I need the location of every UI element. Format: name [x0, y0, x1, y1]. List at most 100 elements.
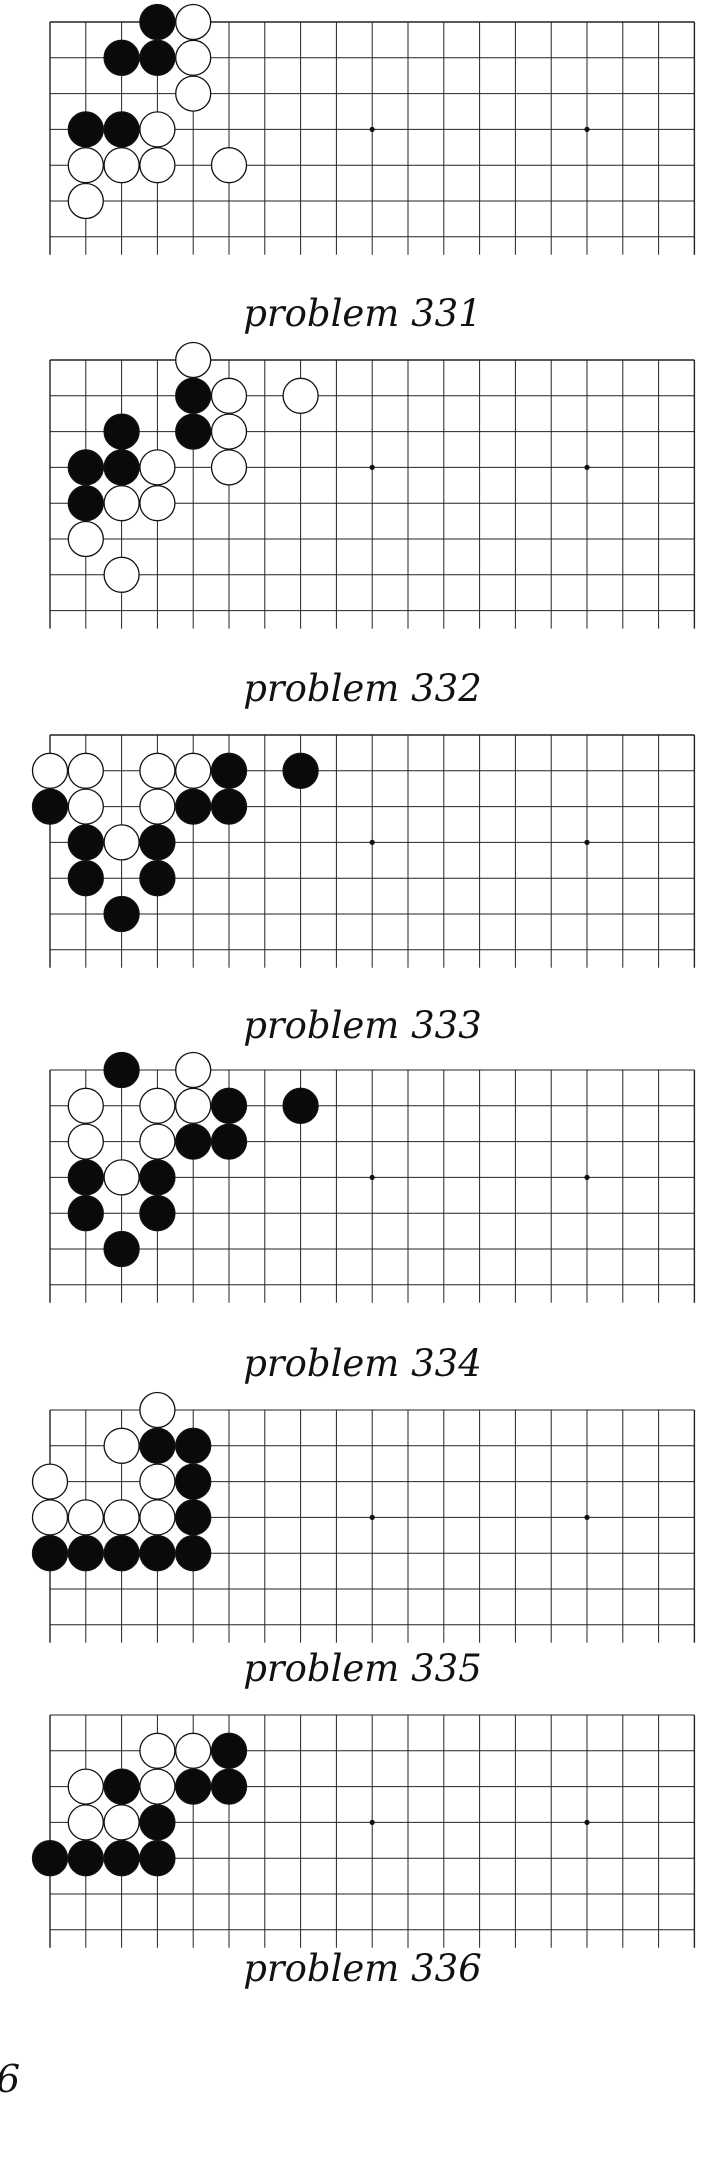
white-stone	[139, 485, 176, 522]
star-point	[584, 1514, 590, 1520]
black-stone	[67, 1840, 104, 1877]
white-stone	[175, 39, 212, 76]
white-stone	[67, 1087, 104, 1124]
black-stone	[103, 895, 140, 933]
white-stone	[175, 341, 212, 379]
black-stone	[139, 824, 176, 861]
white-stone	[175, 752, 212, 789]
white-stone	[67, 1804, 104, 1841]
black-stone	[103, 1768, 140, 1805]
go-board-problem-336	[31, 1714, 696, 1948]
black-stone	[175, 1499, 212, 1536]
black-stone	[103, 1051, 140, 1089]
black-stone	[175, 1535, 212, 1572]
black-stone	[67, 111, 104, 148]
page-number: 6	[0, 2060, 20, 2098]
black-stone	[139, 1840, 176, 1877]
black-stone	[67, 824, 104, 861]
white-stone	[103, 556, 140, 593]
black-stone	[67, 485, 104, 522]
white-stone	[103, 485, 140, 522]
go-board-problem-335	[31, 1391, 696, 1643]
problem-caption: problem 336	[243, 1947, 482, 1990]
problem-caption: problem 335	[243, 1647, 482, 1690]
white-stone	[175, 75, 212, 112]
problem-caption: problem 331	[243, 292, 482, 335]
black-stone	[67, 1159, 104, 1196]
white-stone	[139, 147, 176, 184]
go-board-problem-333	[31, 734, 696, 968]
problem-caption: problem 334	[243, 1342, 482, 1385]
white-stone	[67, 147, 104, 184]
black-stone	[139, 1535, 176, 1572]
black-stone	[139, 860, 176, 897]
white-stone	[175, 1087, 212, 1124]
white-stone	[67, 1768, 104, 1805]
white-stone	[103, 824, 140, 861]
white-stone	[139, 449, 176, 486]
white-stone	[139, 1499, 176, 1536]
black-stone	[210, 1123, 248, 1160]
star-point	[369, 1514, 375, 1520]
white-stone	[175, 3, 212, 41]
black-stone	[175, 788, 212, 825]
black-stone	[67, 1195, 104, 1232]
star-point	[369, 839, 375, 845]
white-stone	[139, 1732, 176, 1769]
star-point	[584, 464, 590, 470]
white-stone	[175, 1732, 212, 1769]
white-stone	[31, 1463, 69, 1500]
star-point	[369, 1174, 375, 1180]
star-point	[584, 126, 590, 132]
black-stone	[67, 449, 104, 486]
go-board-problem-332	[49, 341, 696, 629]
white-stone	[67, 1123, 104, 1160]
black-stone	[31, 1840, 69, 1877]
white-stone	[210, 147, 248, 184]
black-stone	[175, 1123, 212, 1160]
white-stone	[67, 520, 104, 558]
black-stone	[175, 413, 212, 450]
black-stone	[282, 752, 319, 789]
white-stone	[139, 788, 176, 825]
star-point	[369, 126, 375, 132]
star-point	[369, 464, 375, 470]
star-point	[584, 839, 590, 845]
black-stone	[103, 413, 140, 450]
black-stone	[210, 1732, 248, 1769]
problem-caption: problem 332	[243, 667, 482, 710]
star-point	[584, 1819, 590, 1825]
black-stone	[210, 752, 248, 789]
white-stone	[67, 1499, 104, 1536]
white-stone	[139, 1087, 176, 1124]
black-stone	[139, 1159, 176, 1196]
white-stone	[210, 449, 248, 486]
white-stone	[103, 1499, 140, 1536]
white-stone	[139, 1123, 176, 1160]
white-stone	[139, 1463, 176, 1500]
black-stone	[103, 1230, 140, 1268]
black-stone	[175, 1768, 212, 1805]
white-stone	[210, 413, 248, 450]
white-stone	[31, 752, 69, 789]
black-stone	[175, 1463, 212, 1500]
black-stone	[175, 377, 212, 414]
white-stone	[282, 377, 319, 414]
go-board-problem-334	[49, 1051, 696, 1303]
white-stone	[103, 1427, 140, 1464]
white-stone	[67, 752, 104, 789]
black-stone	[103, 1535, 140, 1572]
problem-caption: problem 333	[243, 1004, 482, 1047]
black-stone	[210, 788, 248, 825]
black-stone	[103, 111, 140, 148]
black-stone	[139, 1195, 176, 1232]
white-stone	[103, 1159, 140, 1196]
black-stone	[103, 449, 140, 486]
white-stone	[67, 788, 104, 825]
black-stone	[103, 39, 140, 76]
black-stone	[175, 1427, 212, 1464]
white-stone	[175, 1051, 212, 1089]
black-stone	[282, 1087, 319, 1124]
black-stone	[139, 1427, 176, 1464]
white-stone	[67, 182, 104, 220]
